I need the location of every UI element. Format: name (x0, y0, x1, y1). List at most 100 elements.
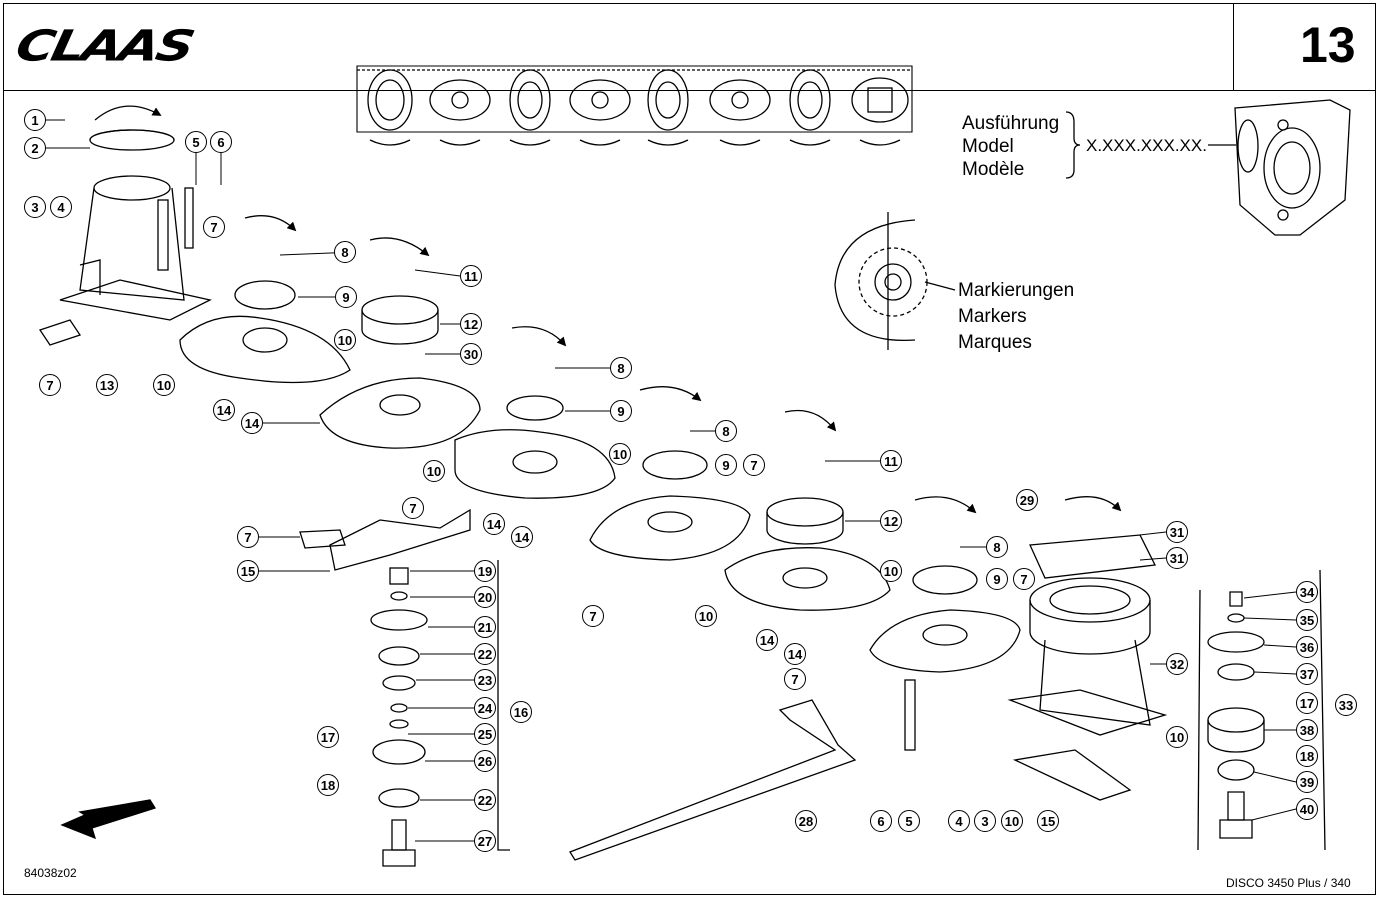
part-callout-7: 7 (39, 374, 61, 396)
part-callout-18: 18 (1296, 745, 1318, 767)
part-callout-15: 15 (237, 560, 259, 582)
part-callout-8: 8 (986, 536, 1008, 558)
part-callout-14: 14 (511, 526, 533, 548)
part-callout-14: 14 (241, 412, 263, 434)
part-callout-10: 10 (1166, 726, 1188, 748)
part-callout-16: 16 (510, 701, 532, 723)
part-callout-1: 1 (24, 109, 46, 131)
part-callout-4: 4 (50, 196, 72, 218)
part-callout-8: 8 (334, 241, 356, 263)
part-callout-17: 17 (1296, 692, 1318, 714)
page-frame (3, 3, 1376, 895)
model-label-fr: Modèle (962, 159, 1025, 180)
part-callout-18: 18 (317, 774, 339, 796)
part-callout-17: 17 (317, 726, 339, 748)
part-callout-9: 9 (715, 454, 737, 476)
header-divider (3, 90, 1376, 91)
part-callout-6: 6 (210, 131, 232, 153)
part-callout-33: 33 (1335, 694, 1357, 716)
part-callout-3: 3 (974, 810, 996, 832)
part-callout-26: 26 (474, 750, 496, 772)
part-callout-11: 11 (880, 450, 902, 472)
model-reference: DISCO 3450 Plus / 340 (1226, 876, 1351, 890)
part-callout-3: 3 (24, 196, 46, 218)
marker-label-en: Markers (958, 306, 1027, 327)
part-callout-10: 10 (609, 443, 631, 465)
part-callout-23: 23 (474, 669, 496, 691)
part-callout-10: 10 (880, 560, 902, 582)
part-callout-25: 25 (474, 723, 496, 745)
part-callout-7: 7 (784, 668, 806, 690)
part-callout-12: 12 (880, 510, 902, 532)
model-bracket (1065, 111, 1081, 179)
part-callout-15: 15 (1037, 810, 1059, 832)
part-callout-10: 10 (423, 460, 445, 482)
part-callout-9: 9 (610, 400, 632, 422)
cutter-disc-4 (724, 496, 1021, 673)
serial-plate-sketch (1234, 99, 1351, 236)
part-callout-10: 10 (695, 605, 717, 627)
cutter-disc-3 (589, 386, 844, 561)
part-callout-10: 10 (334, 329, 356, 351)
part-callout-7: 7 (743, 454, 765, 476)
right-outer-housing (904, 496, 1168, 801)
part-callout-8: 8 (715, 420, 737, 442)
part-callout-7: 7 (237, 526, 259, 548)
part-callout-31: 31 (1166, 521, 1188, 543)
part-callout-14: 14 (483, 513, 505, 535)
part-callout-9: 9 (986, 568, 1008, 590)
part-callout-37: 37 (1296, 663, 1318, 685)
marker-label-de: Markierungen (958, 280, 1075, 301)
part-callout-4: 4 (948, 810, 970, 832)
part-callout-14: 14 (756, 629, 778, 651)
bearing-stack-left (299, 508, 510, 867)
part-callout-14: 14 (213, 399, 235, 421)
part-callout-28: 28 (795, 810, 817, 832)
part-callout-30: 30 (460, 343, 482, 365)
part-callout-10: 10 (1001, 810, 1023, 832)
part-callout-7: 7 (402, 497, 424, 519)
part-callout-21: 21 (474, 616, 496, 638)
model-label-en: Model (962, 136, 1014, 157)
part-callout-32: 32 (1166, 653, 1188, 675)
part-callout-27: 27 (474, 830, 496, 852)
part-callout-2: 2 (24, 137, 46, 159)
part-callout-9: 9 (335, 286, 357, 308)
part-callout-36: 36 (1296, 636, 1318, 658)
part-callout-29: 29 (1016, 489, 1038, 511)
part-callout-38: 38 (1296, 719, 1318, 741)
model-number: X.XXX.XXX.XX. (1086, 136, 1207, 155)
part-callout-13: 13 (96, 374, 118, 396)
part-callout-22: 22 (474, 789, 496, 811)
part-callout-5: 5 (185, 131, 207, 153)
part-callout-31: 31 (1166, 547, 1188, 569)
page-number: 13 (1300, 17, 1356, 73)
part-callout-6: 6 (870, 810, 892, 832)
part-callout-34: 34 (1296, 581, 1318, 603)
part-callout-24: 24 (474, 697, 496, 719)
cutter-disc-1 (179, 215, 439, 384)
model-label-de: Ausführung (962, 113, 1060, 134)
part-callout-19: 19 (474, 560, 496, 582)
cutter-bar-overview (356, 65, 913, 146)
part-callout-7: 7 (1013, 568, 1035, 590)
part-callout-11: 11 (460, 265, 482, 287)
part-callout-12: 12 (460, 313, 482, 335)
part-callout-7: 7 (582, 605, 604, 627)
left-outer-housing (38, 105, 212, 346)
part-callout-39: 39 (1296, 771, 1318, 793)
marker-label-fr: Marques (958, 332, 1032, 353)
part-callout-40: 40 (1296, 798, 1318, 820)
markers-gear-detail (834, 212, 956, 350)
part-callout-5: 5 (898, 810, 920, 832)
drawing-id: 84038z02 (24, 866, 77, 880)
leader-lines (46, 119, 1297, 842)
part-callout-7: 7 (203, 216, 225, 238)
part-callout-8: 8 (610, 357, 632, 379)
drive-shaft-tool (569, 699, 857, 861)
part-callout-22: 22 (474, 643, 496, 665)
cutter-disc-2 (319, 326, 616, 499)
part-callout-35: 35 (1296, 609, 1318, 631)
